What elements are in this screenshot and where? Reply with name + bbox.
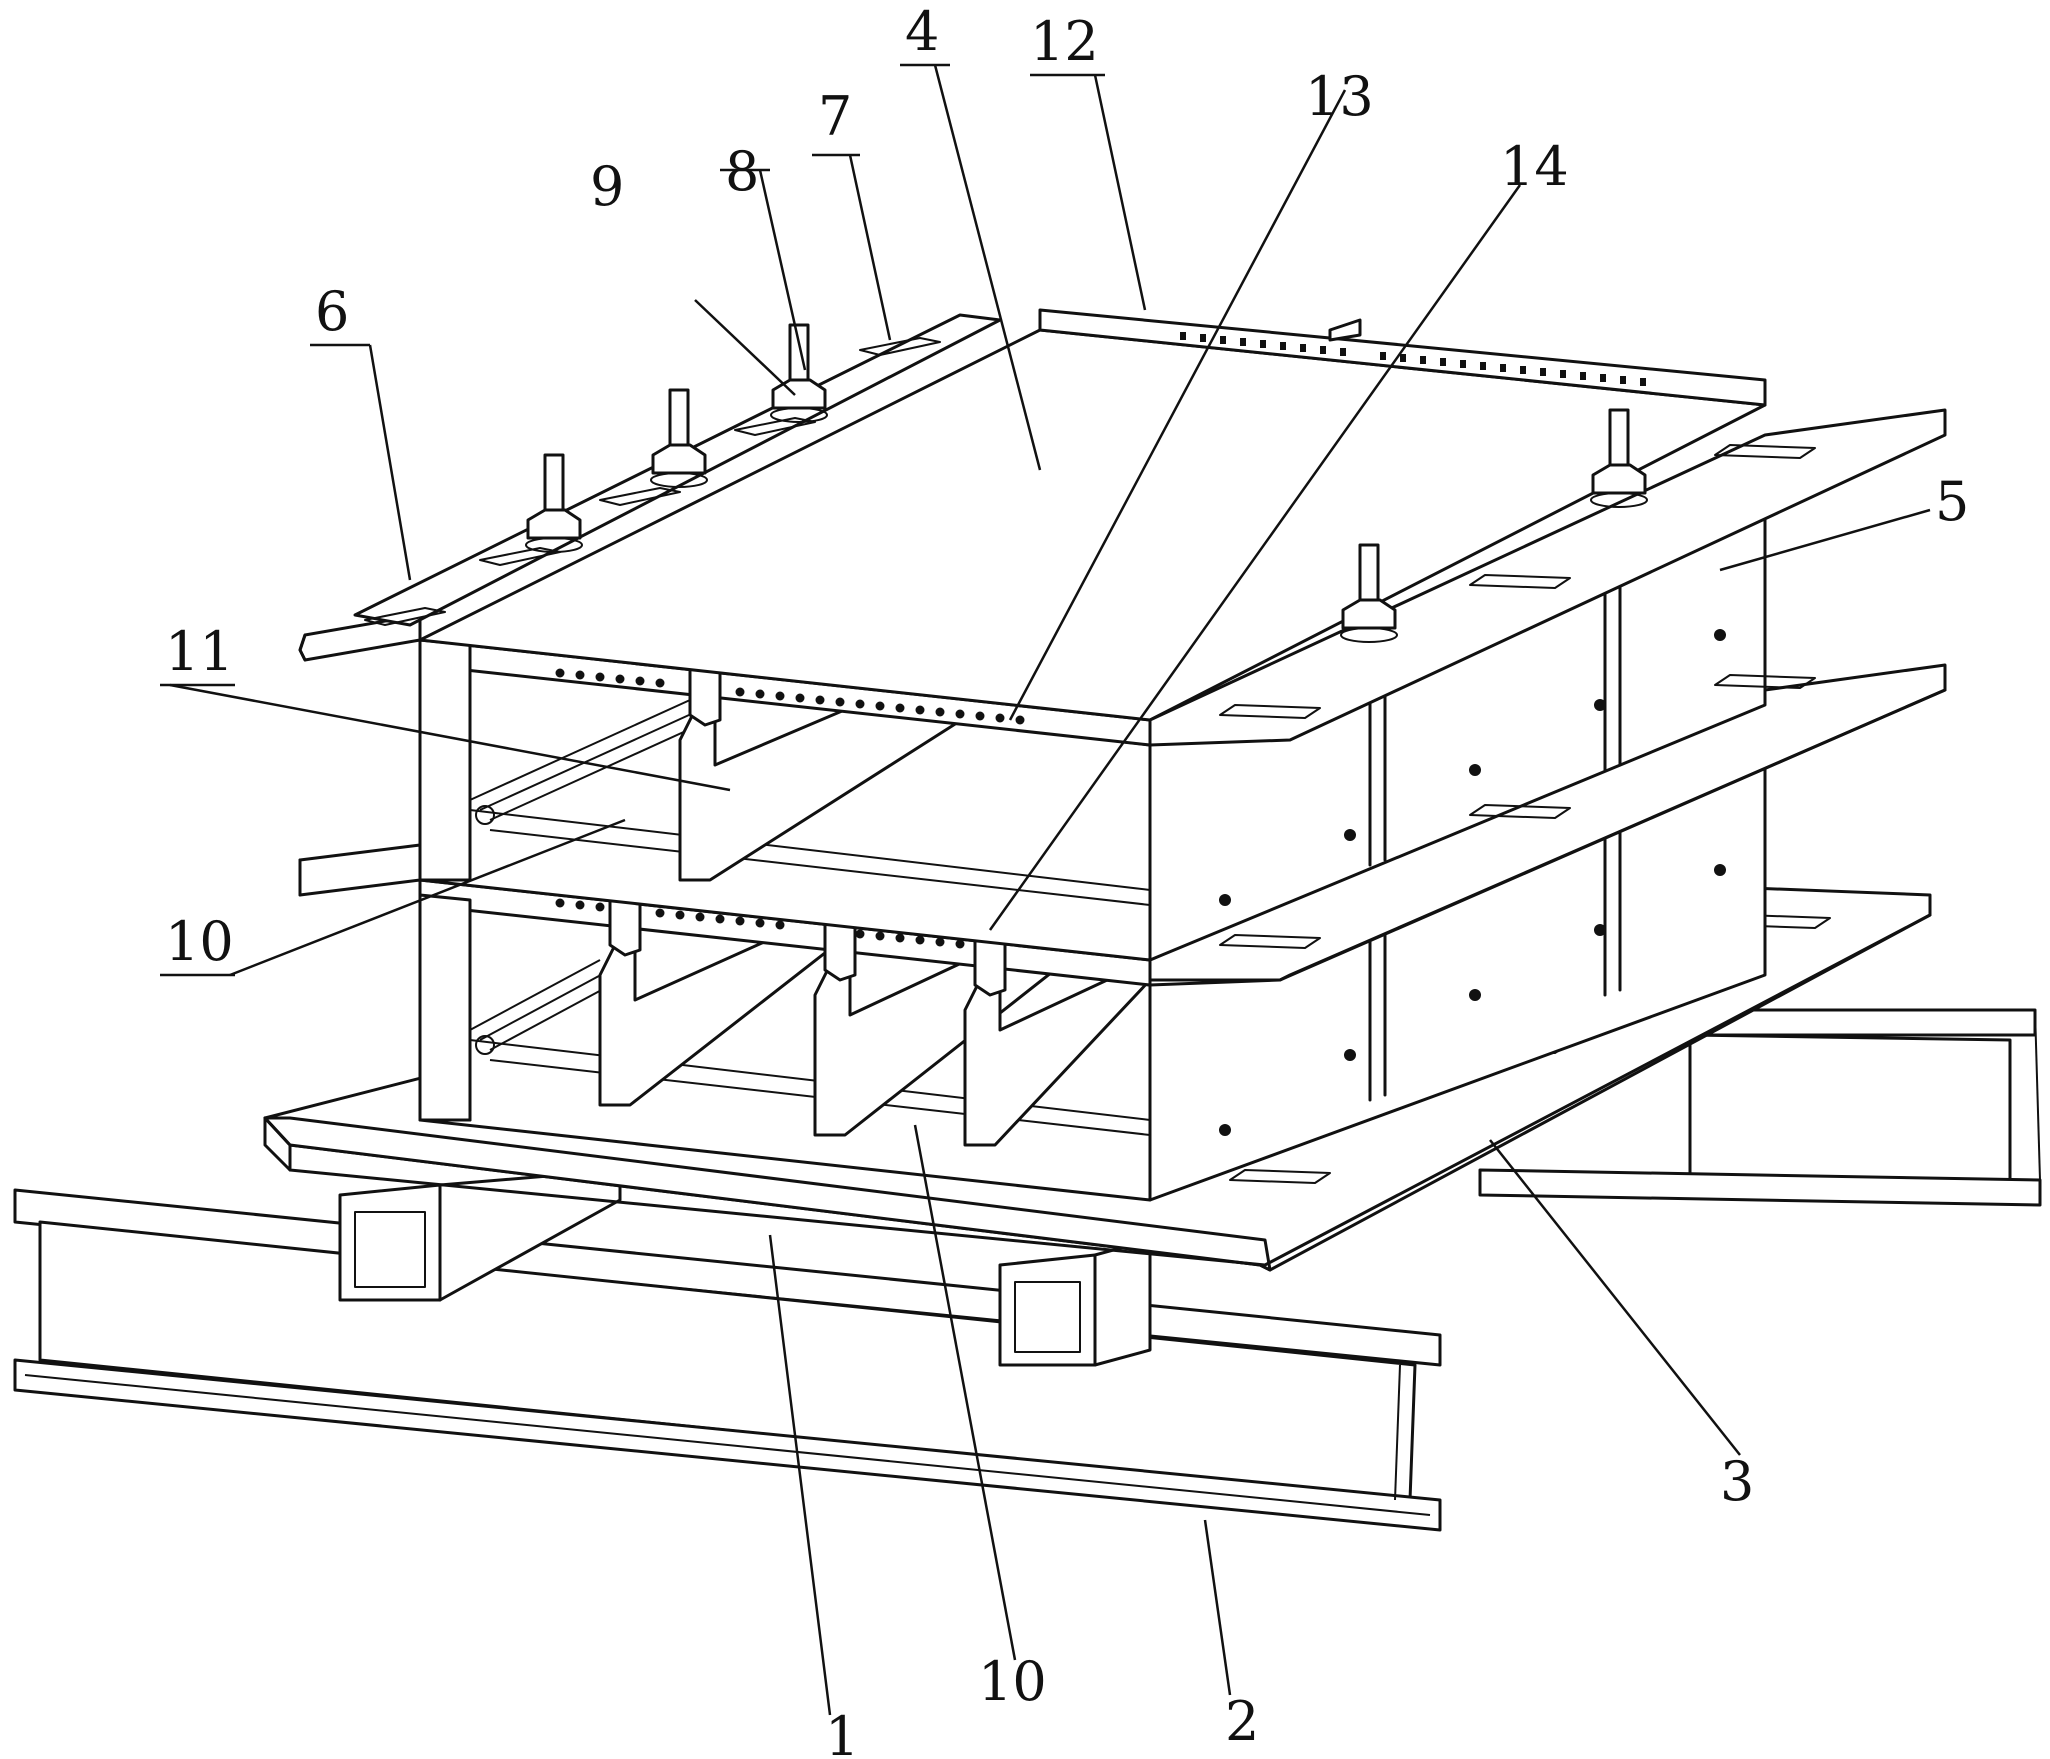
middle-plate [298, 663, 1947, 987]
label-10-bottom: 10 [978, 1650, 1047, 1713]
label-13: 13 [1305, 65, 1374, 128]
label-14: 14 [1500, 135, 1569, 198]
upper-rail-holes [555, 668, 1025, 725]
label-12: 12 [1030, 10, 1099, 73]
label-10-left: 10 [165, 910, 234, 973]
label-2: 2 [1225, 1690, 1259, 1753]
rear-strip-holes [1180, 332, 1646, 386]
leader-lines [169, 64, 1931, 1716]
label-5: 5 [1935, 470, 1969, 533]
label-4: 4 [905, 0, 939, 63]
label-1: 1 [825, 1705, 859, 1759]
bolt-4 [1340, 543, 1398, 643]
label-9: 9 [590, 155, 624, 218]
bolt-1 [525, 453, 583, 553]
bolt-2 [650, 388, 708, 488]
square-tube-right [998, 1238, 1152, 1367]
label-3: 3 [1720, 1450, 1754, 1513]
bolt-3 [770, 323, 828, 423]
label-8: 8 [725, 140, 759, 203]
square-tube-left [338, 1168, 622, 1302]
rear-perforated-strip [1038, 308, 1767, 407]
right-top-slots [1219, 444, 1816, 949]
part-labels: 6 9 8 7 4 12 13 14 5 11 10 3 1 10 2 [160, 0, 1969, 1759]
bolts [525, 323, 1648, 643]
lower-left-wall [418, 893, 472, 1122]
label-6: 6 [315, 280, 349, 343]
upper-left-wall [418, 638, 472, 882]
label-11: 11 [165, 620, 234, 683]
bolt-5 [1590, 408, 1648, 508]
lower-rail-holes [555, 898, 965, 949]
label-7: 7 [818, 85, 852, 148]
